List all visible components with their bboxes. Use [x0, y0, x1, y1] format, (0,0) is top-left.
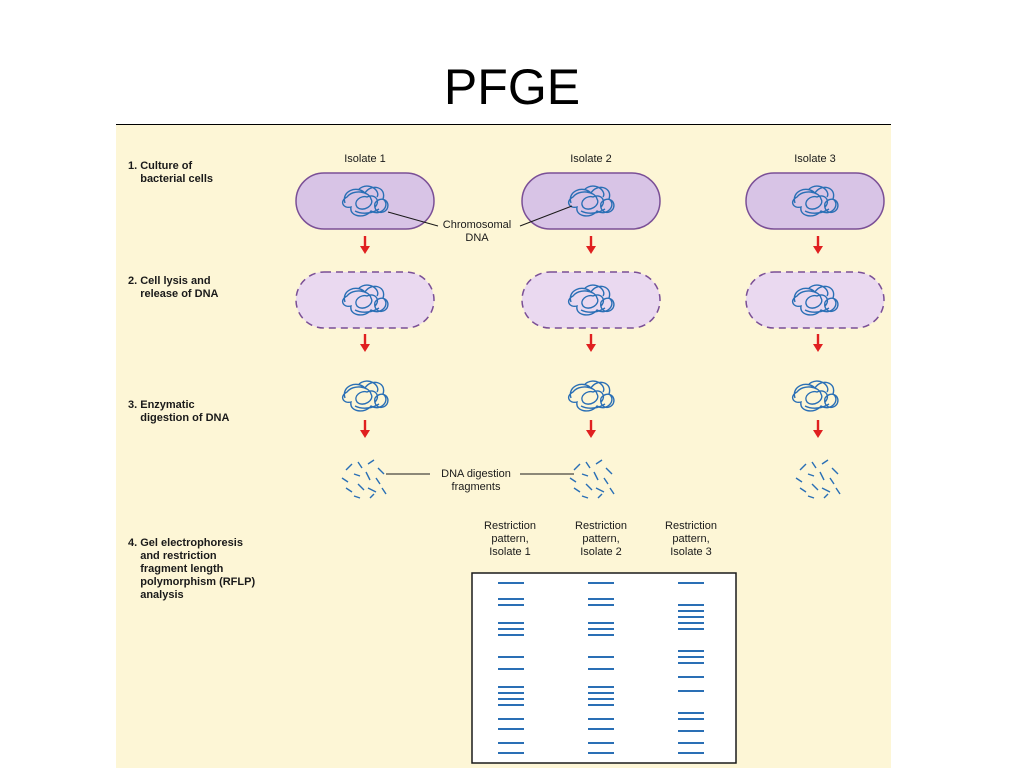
pattern-label-1: Restriction pattern, Isolate 1 [484, 520, 536, 558]
arrow-down-1c [358, 418, 372, 440]
arrow-down-2c [584, 418, 598, 440]
gel-band-lane-1 [498, 742, 524, 744]
gel-band-lane-3 [678, 622, 704, 624]
dna-fragments-1 [341, 459, 387, 499]
gel-band-lane-2 [588, 634, 614, 636]
isolate-3-column [745, 172, 885, 499]
lysed-cell-1 [295, 271, 435, 329]
gel-band-lane-1 [498, 634, 524, 636]
gel-band-lane-2 [588, 668, 614, 670]
title-divider [116, 124, 891, 125]
gel-band-lane-3 [678, 604, 704, 606]
gel-band-lane-1 [498, 704, 524, 706]
gel-band-lane-1 [498, 752, 524, 754]
gel-band-lane-2 [588, 656, 614, 658]
intact-cell-3 [745, 172, 885, 230]
intact-cell-1 [295, 172, 435, 230]
gel-band-lane-3 [678, 752, 704, 754]
arrow-down-1a [358, 234, 372, 256]
step-1-label: 1. Culture of bacterial cells [128, 160, 213, 185]
gel-band-lane-1 [498, 718, 524, 720]
gel-band-lane-2 [588, 704, 614, 706]
gel-band-lane-2 [588, 728, 614, 730]
isolate-2-label: Isolate 2 [570, 153, 612, 165]
step-3-label: 3. Enzymatic digestion of DNA [128, 399, 230, 424]
gel-band-lane-2 [588, 622, 614, 624]
slide-title: PFGE [443, 59, 581, 115]
gel-band-lane-1 [498, 604, 524, 606]
gel-band-lane-2 [588, 742, 614, 744]
gel-band-lane-3 [678, 742, 704, 744]
arrow-down-3a [811, 234, 825, 256]
gel-band-lane-1 [498, 598, 524, 600]
gel-band-lane-1 [498, 686, 524, 688]
gel-band-lane-1 [498, 656, 524, 658]
gel-band-lane-3 [678, 582, 704, 584]
gel-band-lane-1 [498, 628, 524, 630]
gel-band-lane-1 [498, 582, 524, 584]
gel-band-lane-2 [588, 698, 614, 700]
gel-band-lane-3 [678, 650, 704, 652]
gel-band-lane-1 [498, 622, 524, 624]
pattern-label-3: Restriction pattern, Isolate 3 [665, 520, 717, 558]
free-dna-2 [567, 380, 615, 412]
lysed-cell-2 [521, 271, 661, 329]
gel-band-lane-3 [678, 712, 704, 714]
free-dna-1 [341, 380, 389, 412]
chromosomal-dna-label: Chromosomal DNA [442, 219, 512, 244]
gel-band-lane-2 [588, 752, 614, 754]
gel-band-lane-2 [588, 686, 614, 688]
chromosomal-leader-right [519, 205, 573, 227]
pattern-label-2: Restriction pattern, Isolate 2 [575, 520, 627, 558]
isolate-2-column [521, 172, 661, 499]
gel-band-lane-2 [588, 604, 614, 606]
isolate-1-label: Isolate 1 [344, 153, 386, 165]
lysed-cell-3 [745, 271, 885, 329]
gel-band-lane-3 [678, 718, 704, 720]
dna-fragments-3 [795, 459, 841, 499]
gel-band-lane-3 [678, 616, 704, 618]
gel-band-lane-2 [588, 692, 614, 694]
gel-band-lane-3 [678, 730, 704, 732]
gel-band-lane-3 [678, 662, 704, 664]
gel-band-lane-1 [498, 728, 524, 730]
arrow-down-3c [811, 418, 825, 440]
arrow-down-2a [584, 234, 598, 256]
gel-band-lane-3 [678, 628, 704, 630]
dna-fragments-2 [569, 459, 615, 499]
gel-band-lane-2 [588, 582, 614, 584]
step-4-label: 4. Gel electrophoresis and restriction f… [128, 537, 256, 601]
arrow-down-3b [811, 332, 825, 354]
dna-fragments-label: DNA digestion fragments [441, 468, 511, 493]
gel-band-lane-2 [588, 718, 614, 720]
gel-band-lane-3 [678, 656, 704, 658]
gel-band-lane-2 [588, 628, 614, 630]
arrow-down-2b [584, 332, 598, 354]
gel-band-lane-1 [498, 692, 524, 694]
arrow-down-1b [358, 332, 372, 354]
gel-band-lane-3 [678, 610, 704, 612]
chromosomal-leader-left [387, 211, 439, 227]
free-dna-3 [791, 380, 839, 412]
gel-band-lane-1 [498, 698, 524, 700]
step-2-label: 2. Cell lysis and release of DNA [128, 275, 219, 300]
isolate-3-label: Isolate 3 [794, 153, 836, 165]
gel-bands [498, 582, 704, 754]
intact-cell-2 [521, 172, 661, 230]
gel-band-lane-2 [588, 598, 614, 600]
isolate-1-column [295, 172, 435, 499]
gel-band-lane-3 [678, 676, 704, 678]
gel-band-lane-1 [498, 668, 524, 670]
gel-band-lane-3 [678, 690, 704, 692]
